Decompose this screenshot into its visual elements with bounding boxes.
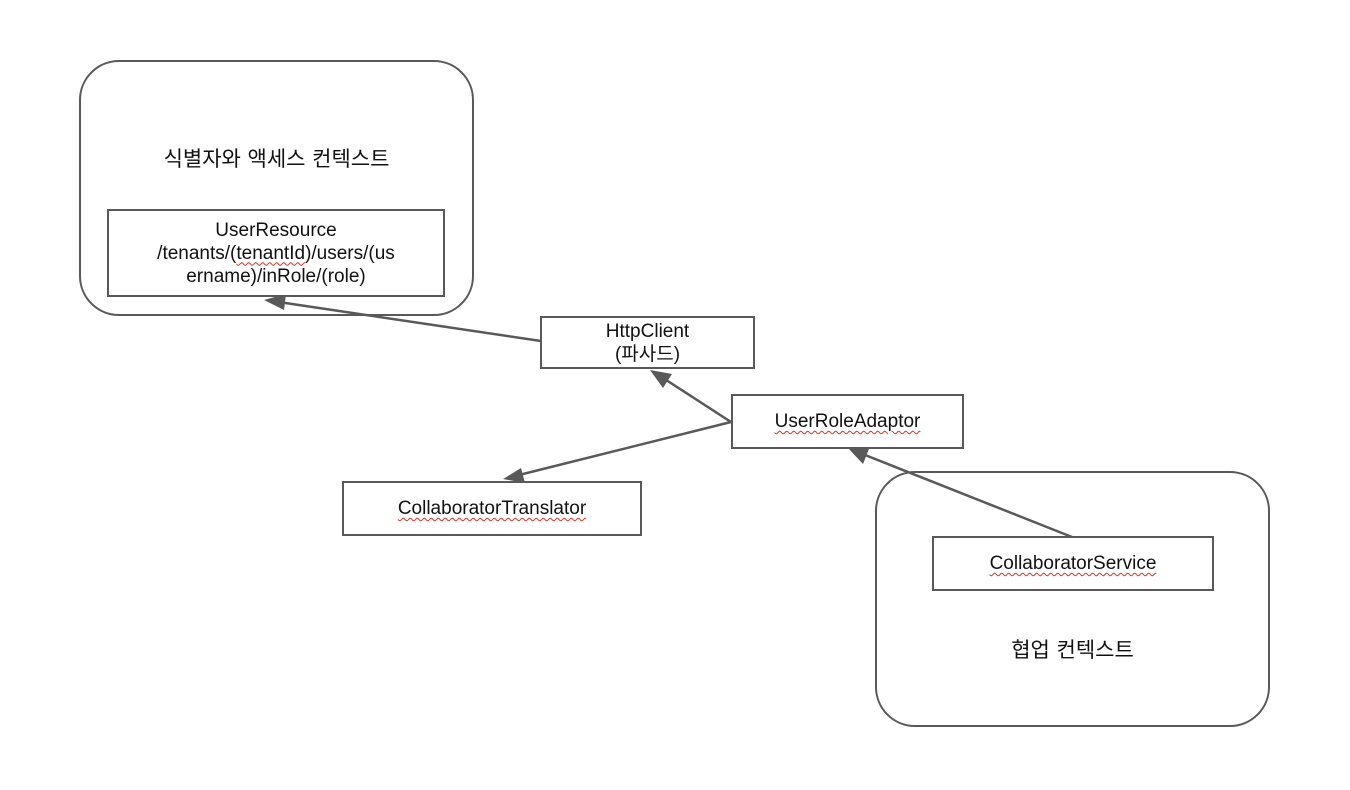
collaborator-translator-box: CollaboratorTranslator (342, 481, 642, 536)
http-client-box: HttpClient (파사드) (540, 316, 755, 369)
arrowhead-adaptor (848, 448, 869, 464)
arrow-service-to-adaptor (859, 451, 1073, 539)
user-role-adaptor-name: UserRoleAdaptor (774, 411, 921, 432)
arrow-adaptor-to-httpclient (659, 374, 732, 424)
arrow-httpclient-to-userresource (271, 299, 542, 343)
user-resource-box: UserResource /tenants/(tenantId)/users/(… (107, 209, 445, 297)
arrowhead-userresource (264, 294, 286, 310)
arrowhead-translator (503, 468, 525, 483)
collaboration-context-title: 협업 컨텍스트 (1011, 638, 1134, 662)
user-resource-name: UserResource (215, 219, 337, 241)
collaboration-context (875, 471, 1270, 727)
user-resource-path-line2: ername)/inRole/(role) (186, 265, 366, 287)
arrow-adaptor-to-translator (514, 420, 732, 478)
collaborator-service-name: CollaboratorService (989, 553, 1157, 574)
user-resource-path-line1: /tenants/(tenantId)/users/(us (157, 242, 395, 264)
user-role-adaptor-box: UserRoleAdaptor (731, 394, 964, 449)
identity-access-context (79, 60, 474, 316)
identity-access-context-title: 식별자와 액세스 컨텍스트 (163, 147, 390, 171)
collaborator-translator-name: CollaboratorTranslator (397, 498, 587, 519)
http-client-name: HttpClient (605, 320, 690, 342)
collaborator-service-box: CollaboratorService (932, 536, 1214, 591)
arrowhead-httpclient (650, 370, 672, 388)
http-client-note: (파사드) (614, 343, 681, 365)
